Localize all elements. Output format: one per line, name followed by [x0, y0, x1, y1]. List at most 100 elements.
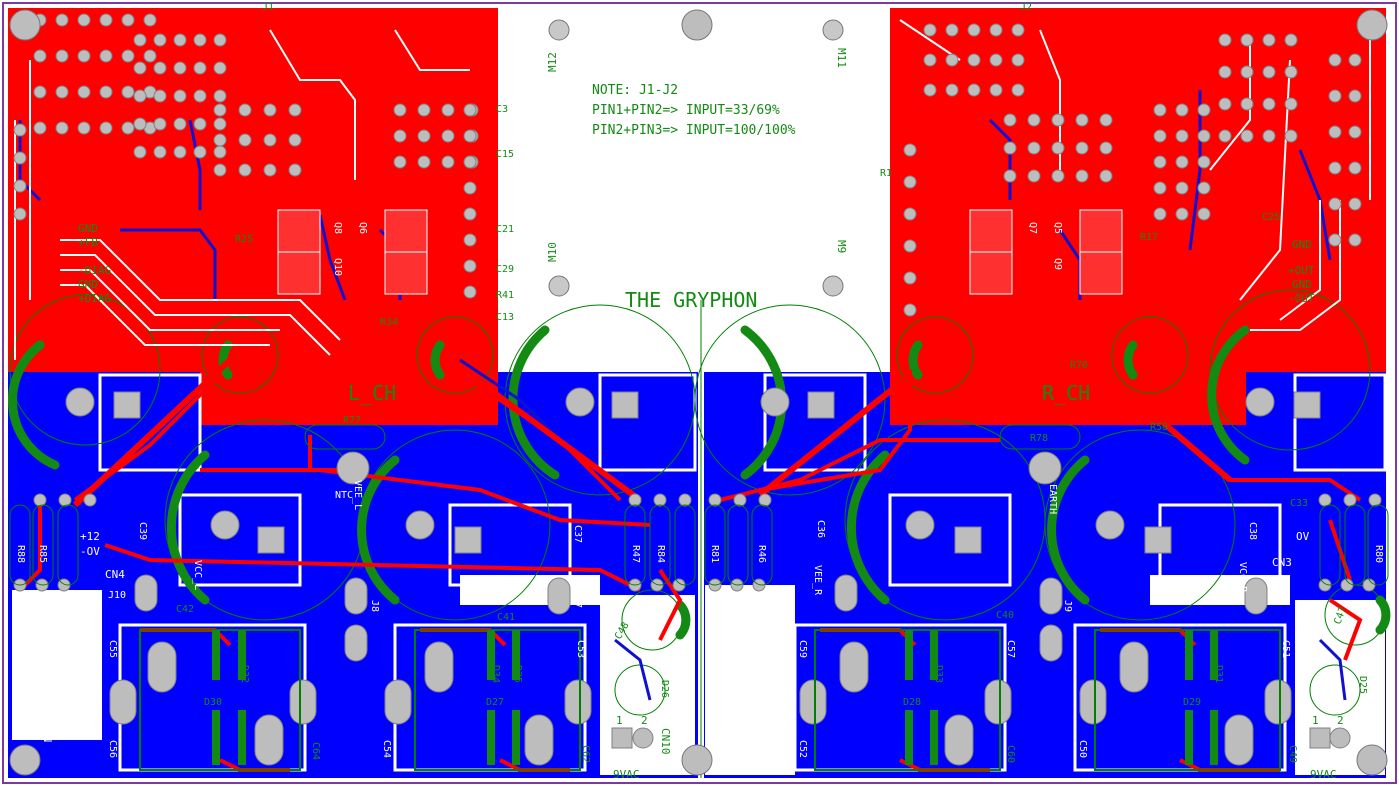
pad [1027, 113, 1041, 127]
label-r41: R41 [496, 290, 514, 301]
label-c50: C50 [1077, 740, 1088, 758]
cn10-pin2: 2 [641, 714, 648, 727]
capacitor-polarity-arcs [8, 325, 1391, 640]
pad [213, 145, 227, 159]
pad [33, 493, 47, 507]
pad [55, 85, 69, 99]
right-header-1: GND [1292, 238, 1312, 251]
pad [133, 145, 147, 159]
left-header-1: GND [78, 222, 98, 235]
pad [1099, 113, 1113, 127]
pad [83, 493, 97, 507]
pad [193, 145, 207, 159]
label-earth: EARTH [1047, 484, 1058, 514]
pad [153, 61, 167, 75]
cn4-label-ov: -OV [80, 545, 100, 558]
pad [463, 181, 477, 195]
label-c3: C3 [496, 104, 508, 115]
label-c29: C29 [496, 264, 514, 275]
pad [263, 103, 277, 117]
pad [1197, 103, 1211, 117]
pad [153, 89, 167, 103]
pad [1011, 23, 1025, 37]
label-d33: D33 [933, 665, 944, 683]
pad [263, 133, 277, 147]
pad [133, 89, 147, 103]
pad [1328, 233, 1342, 247]
pad [1218, 129, 1232, 143]
pad [213, 133, 227, 147]
pad [1240, 129, 1254, 143]
pad [1343, 493, 1357, 507]
top-copper-layer [8, 8, 1386, 425]
pad [288, 103, 302, 117]
pad [213, 103, 227, 117]
label-c38: C38 [1247, 522, 1258, 540]
pad [1284, 129, 1298, 143]
pad [1099, 141, 1113, 155]
pad [1348, 125, 1362, 139]
label-q10: Q10 [332, 258, 343, 276]
label-c25: C25 [1262, 212, 1280, 223]
resistor-outlines [9, 424, 1389, 586]
pad [1240, 33, 1254, 47]
pad [1175, 129, 1189, 143]
pad [1051, 113, 1065, 127]
pad [153, 117, 167, 131]
pad [288, 133, 302, 147]
pad [945, 83, 959, 97]
cn3-label-ov: OV [1296, 530, 1310, 543]
label-c52: C52 [797, 740, 808, 758]
label-d35: D35 [512, 665, 523, 683]
label-c53: C53 [575, 640, 586, 658]
pad [193, 89, 207, 103]
pad [1218, 65, 1232, 79]
label-c40: C40 [996, 610, 1014, 621]
label-r58: R58 [1150, 422, 1168, 433]
pad [903, 207, 917, 221]
pad [1175, 103, 1189, 117]
pad [1075, 141, 1089, 155]
pad [628, 493, 642, 507]
pad [463, 259, 477, 273]
pad [1262, 129, 1276, 143]
pad [1153, 207, 1167, 221]
pad [143, 49, 157, 63]
pad [121, 13, 135, 27]
pad [153, 33, 167, 47]
pad [99, 121, 113, 135]
pad [463, 129, 477, 143]
label-c59: C59 [797, 640, 808, 658]
pad [193, 33, 207, 47]
cn3-name: CN3 [1272, 556, 1292, 569]
label-j1: J1 [262, 2, 274, 13]
pad [153, 145, 167, 159]
cn10-label: 9VAC [613, 768, 640, 781]
label-r85: R85 [37, 545, 48, 563]
pad [238, 103, 252, 117]
label-c21: C21 [496, 224, 514, 235]
pad [1153, 129, 1167, 143]
pad [1051, 169, 1065, 183]
pad [33, 85, 47, 99]
label-r80: R80 [1373, 545, 1384, 563]
label-c57: C57 [1005, 640, 1016, 658]
pad [1328, 197, 1342, 211]
pad [1027, 141, 1041, 155]
label-c42: C42 [176, 604, 194, 615]
pad [1218, 97, 1232, 111]
pad [1197, 155, 1211, 169]
pad [441, 155, 455, 169]
label-j8: J8 [369, 600, 380, 612]
cn9-pin2: 2 [1337, 714, 1344, 727]
label-d29: D29 [1183, 697, 1201, 708]
pad [1099, 169, 1113, 183]
pad [393, 155, 407, 169]
pad [758, 493, 772, 507]
label-q5: Q5 [1052, 222, 1063, 234]
label-ntc: NTC [335, 490, 353, 501]
label-q8: Q8 [332, 222, 343, 234]
pad [99, 49, 113, 63]
pad [463, 155, 477, 169]
right-header-4: -OUT [1288, 292, 1315, 305]
